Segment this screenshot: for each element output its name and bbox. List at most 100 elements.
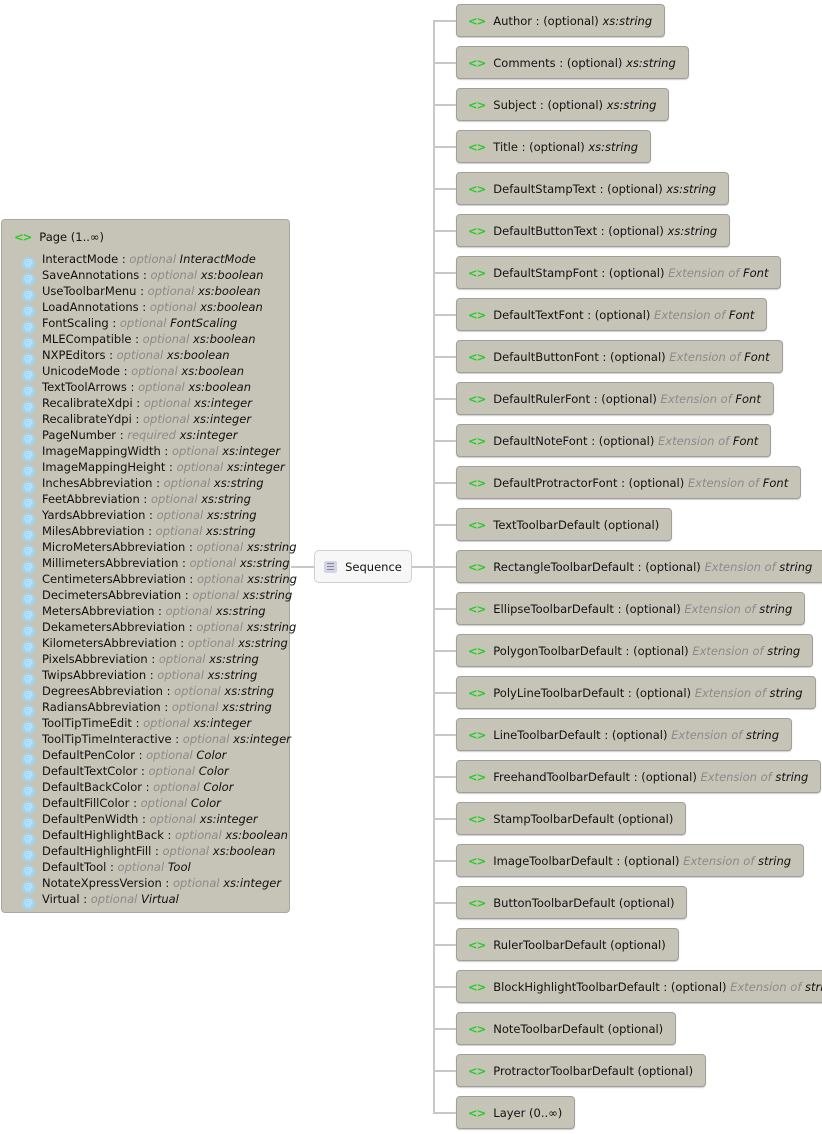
child-element-node[interactable]: <>FreehandToolbarDefault : (optional) Ex…: [456, 760, 822, 793]
sequence-node[interactable]: Sequence: [314, 550, 412, 583]
attribute-row[interactable]: @DecimetersAbbreviation : optional xs:st…: [22, 588, 293, 606]
attribute-row[interactable]: @FontScaling : optional FontScaling: [22, 316, 238, 334]
attribute-row[interactable]: @NXPEditors : optional xs:boolean: [22, 348, 230, 366]
child-element-node[interactable]: <>TextToolbarDefault (optional): [456, 508, 673, 541]
element-occurrence: (optional): [611, 727, 668, 742]
child-element-node[interactable]: <>Comments : (optional) xs:string: [456, 46, 689, 79]
attribute-row[interactable]: @YardsAbbreviation : optional xs:string: [22, 508, 257, 526]
attribute-row[interactable]: @TextToolArrows : optional xs:boolean: [22, 380, 252, 398]
attribute-row[interactable]: @UseToolbarMenu : optional xs:boolean: [22, 284, 261, 302]
attribute-row[interactable]: @KilometersAbbreviation : optional xs:st…: [22, 636, 288, 654]
separator: :: [621, 643, 634, 658]
separator: :: [517, 139, 530, 154]
attribute-type: Virtual: [141, 892, 179, 906]
attribute-row[interactable]: @DegreesAbbreviation : optional xs:strin…: [22, 684, 275, 702]
attribute-row[interactable]: @PixelsAbbreviation : optional xs:string: [22, 652, 259, 670]
attribute-row[interactable]: @DefaultHighlightFill : optional xs:bool…: [22, 844, 276, 862]
attribute-row[interactable]: @ImageMappingWidth : optional xs:integer: [22, 444, 281, 462]
attribute-row[interactable]: @RecalibrateYdpi : optional xs:integer: [22, 412, 252, 430]
child-element-node[interactable]: <>DefaultTextFont : (optional) Extension…: [456, 298, 768, 331]
attribute-row[interactable]: @DekametersAbbreviation : optional xs:st…: [22, 620, 297, 638]
element-occurrence: (optional): [633, 643, 689, 658]
attribute-use: optional: [138, 380, 185, 394]
child-element-node[interactable]: <>DefaultRulerFont : (optional) Extensio…: [456, 382, 774, 415]
attribute-row[interactable]: @NotateXpressVersion : optional xs:integ…: [22, 876, 282, 894]
attribute-row[interactable]: @MilesAbbreviation : optional xs:string: [22, 524, 256, 542]
child-element-node[interactable]: <>DefaultButtonFont : (optional) Extensi…: [456, 340, 783, 373]
attribute-row[interactable]: @DefaultPenWidth : optional xs:integer: [22, 812, 258, 830]
child-element-node[interactable]: <>DefaultButtonText : (optional) xs:stri…: [456, 214, 731, 247]
child-element-node[interactable]: <>EllipseToolbarDefault : (optional) Ext…: [456, 592, 806, 625]
attribute-row[interactable]: @Virtual : optional Virtual: [22, 892, 179, 910]
attribute-name: NXPEditors: [42, 348, 106, 362]
attribute-row[interactable]: @UnicodeMode : optional xs:boolean: [22, 364, 245, 382]
attribute-row[interactable]: @DefaultBackColor : optional Color: [22, 780, 234, 798]
attribute-use: optional: [196, 572, 244, 586]
element-type: string: [758, 853, 792, 868]
attribute-row[interactable]: @DefaultTool : optional Tool: [22, 860, 191, 878]
attribute-row[interactable]: @MillimetersAbbreviation : optional xs:s…: [22, 556, 290, 574]
attribute-name: TwipsAbbreviation: [42, 668, 147, 682]
attribute-row[interactable]: @DefaultTextColor : optional Color: [22, 764, 229, 782]
attribute-row[interactable]: @ToolTipTimeEdit : optional xs:integer: [22, 716, 252, 734]
attribute-row[interactable]: @ImageMappingHeight : optional xs:intege…: [22, 460, 285, 478]
child-element-node[interactable]: <>ProtractorToolbarDefault (optional): [456, 1054, 707, 1087]
child-element-node[interactable]: <>Subject : (optional) xs:string: [456, 88, 670, 121]
child-element-node[interactable]: <>DefaultNoteFont : (optional) Extension…: [456, 424, 772, 457]
attribute-row[interactable]: @MicroMetersAbbreviation : optional xs:s…: [22, 540, 297, 558]
attribute-row[interactable]: @PageNumber : required xs:integer: [22, 428, 238, 446]
attribute-name: RecalibrateYdpi: [42, 412, 132, 426]
child-element-node[interactable]: <>Author : (optional) xs:string: [456, 4, 666, 37]
attribute-row[interactable]: @FeetAbbreviation : optional xs:string: [22, 492, 251, 510]
attribute-row[interactable]: @ToolTipTimeInteractive : optional xs:in…: [22, 732, 291, 750]
child-element-node[interactable]: <>PolygonToolbarDefault : (optional) Ext…: [456, 634, 814, 667]
attribute-type: Tool: [167, 860, 191, 874]
element-occurrence: (optional): [628, 475, 685, 490]
element-icon: <>: [468, 937, 486, 952]
attribute-type: xs:boolean: [166, 348, 230, 362]
element-type: Font: [744, 349, 770, 364]
attribute-type: Color: [203, 780, 234, 794]
attribute-row[interactable]: @InchesAbbreviation : optional xs:string: [22, 476, 264, 494]
child-element-node[interactable]: <>DefaultStampText : (optional) xs:strin…: [456, 172, 730, 205]
attribute-row[interactable]: @SaveAnnotations : optional xs:boolean: [22, 268, 264, 286]
attribute-row[interactable]: @LoadAnnotations : optional xs:boolean: [22, 300, 263, 318]
attribute-icon: @: [22, 785, 35, 798]
attribute-type: InteractMode: [179, 252, 256, 266]
child-element-node[interactable]: <>RectangleToolbarDefault : (optional) E…: [456, 550, 822, 583]
element-type: xs:string: [666, 181, 717, 196]
extension-label: Extension of: [683, 853, 755, 868]
attribute-name: InchesAbbreviation: [42, 476, 153, 490]
attribute-row[interactable]: @DefaultFillColor : optional Color: [22, 796, 221, 814]
child-element-node[interactable]: <>PolyLineToolbarDefault : (optional) Ex…: [456, 676, 816, 709]
child-element-node[interactable]: <>RulerToolbarDefault (optional): [456, 928, 679, 961]
attribute-row[interactable]: @MetersAbbreviation : optional xs:string: [22, 604, 266, 622]
attribute-row[interactable]: @DefaultHighlightBack : optional xs:bool…: [22, 828, 288, 846]
child-element-node[interactable]: <>DefaultStampFont : (optional) Extensio…: [456, 256, 782, 289]
child-element-node[interactable]: <>ButtonToolbarDefault (optional): [456, 886, 688, 919]
child-element-node[interactable]: <>DefaultProtractorFont : (optional) Ext…: [456, 466, 802, 499]
attribute-use: optional: [148, 764, 196, 778]
connector: [434, 146, 456, 148]
attribute-row[interactable]: @MLECompatible : optional xs:boolean: [22, 332, 256, 350]
attribute-row[interactable]: @RadiansAbbreviation : optional xs:strin…: [22, 700, 272, 718]
child-element-node[interactable]: <>BlockHighlightToolbarDefault : (option…: [456, 970, 822, 1003]
element-type: Font: [732, 433, 759, 448]
attribute-type: xs:string: [224, 684, 275, 698]
attribute-row[interactable]: @CentimetersAbbreviation : optional xs:s…: [22, 572, 297, 590]
child-element-node[interactable]: <>NoteToolbarDefault (optional): [456, 1012, 677, 1045]
attribute-row[interactable]: @InteractMode : optional InteractMode: [22, 252, 256, 270]
attribute-row[interactable]: @DefaultPenColor : optional Color: [22, 748, 227, 766]
child-element-node[interactable]: <>ImageToolbarDefault : (optional) Exten…: [456, 844, 805, 877]
attribute-name: MicroMetersAbbreviation: [42, 540, 186, 554]
child-element-node[interactable]: <>Title : (optional) xs:string: [456, 130, 652, 163]
attribute-icon: @: [22, 401, 35, 414]
element-icon: <>: [468, 727, 486, 742]
child-element-node[interactable]: <>LineToolbarDefault : (optional) Extens…: [456, 718, 792, 751]
attribute-row[interactable]: @TwipsAbbreviation : optional xs:string: [22, 668, 258, 686]
attribute-row[interactable]: @RecalibrateXdpi : optional xs:integer: [22, 396, 252, 414]
page-element-node[interactable]: <>Page (1..∞) @InteractMode : optional I…: [1, 219, 297, 913]
child-element-node[interactable]: <>Layer (0..∞): [456, 1096, 576, 1129]
child-element-node[interactable]: <>StampToolbarDefault (optional): [456, 802, 687, 835]
element-name: RulerToolbarDefault: [493, 937, 607, 952]
